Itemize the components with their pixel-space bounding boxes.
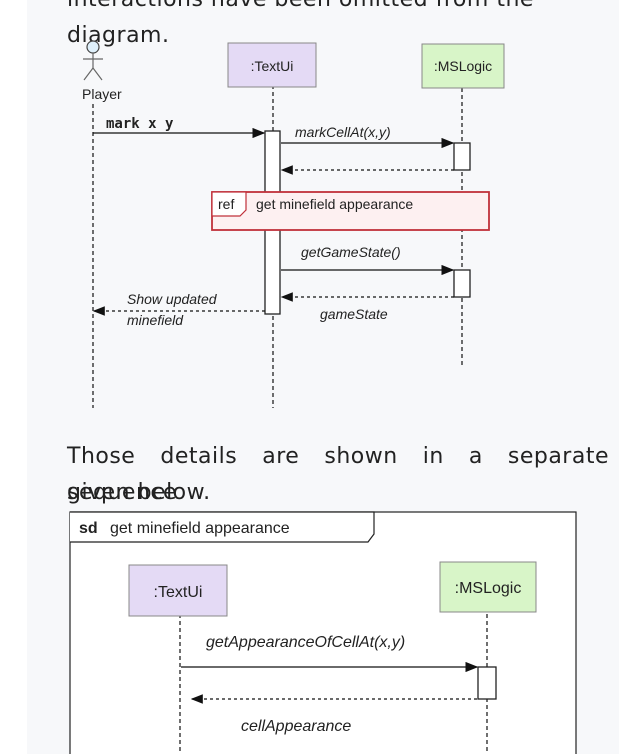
msg-getappearance-label: getAppearanceOfCellAt(x,y)	[206, 634, 405, 651]
paragraph-line-2: given below.	[67, 480, 211, 505]
intro-text-partial: interactions have been omitted from the …	[67, 0, 533, 48]
mslogic-label-2: :MSLogic	[455, 580, 522, 597]
textui-box-2	[128, 564, 228, 617]
player-actor-icon	[83, 40, 103, 81]
mslogic-activation-2	[453, 269, 471, 298]
mslogic-box	[421, 43, 505, 89]
msg-markcell-label: markCellAt(x,y)	[295, 124, 391, 140]
msg-cellappearance-label: cellAppearance	[241, 718, 351, 735]
mslogic-activation-2b	[477, 666, 497, 700]
ref-frame	[211, 191, 490, 231]
ref-tag-label: ref	[218, 196, 234, 212]
msg-show-label-line2: minefield	[127, 312, 184, 328]
textui-label: :TextUi	[251, 58, 294, 74]
sd-keyword: sd	[79, 520, 98, 537]
msg-mark-label: mark x y	[106, 116, 174, 132]
sequence-diagram-1: Player :TextUi :MSLogic mark x y markCel…	[82, 40, 505, 408]
msg-gamestate-label: gameState	[320, 306, 388, 322]
mslogic-activation-1	[453, 142, 471, 171]
msg-show-label-line1: Show updated	[127, 291, 218, 307]
msg-getgamestate-label: getGameState()	[301, 244, 401, 260]
textui-box	[227, 42, 317, 88]
textui-label-2: :TextUi	[154, 584, 203, 601]
actor-label: Player	[82, 86, 122, 102]
mslogic-label: :MSLogic	[434, 58, 492, 74]
ref-label: get minefield appearance	[256, 196, 413, 212]
ref-tag-box	[211, 191, 247, 217]
paragraph-line-1: Those details are shown in a separate se…	[67, 444, 609, 505]
sd-title-tab	[70, 511, 375, 543]
sequence-diagram-2: sd get minefield appearance :TextUi :MSL…	[69, 511, 577, 754]
mslogic-box-2	[439, 561, 537, 613]
sd-title: get minefield appearance	[110, 520, 290, 537]
